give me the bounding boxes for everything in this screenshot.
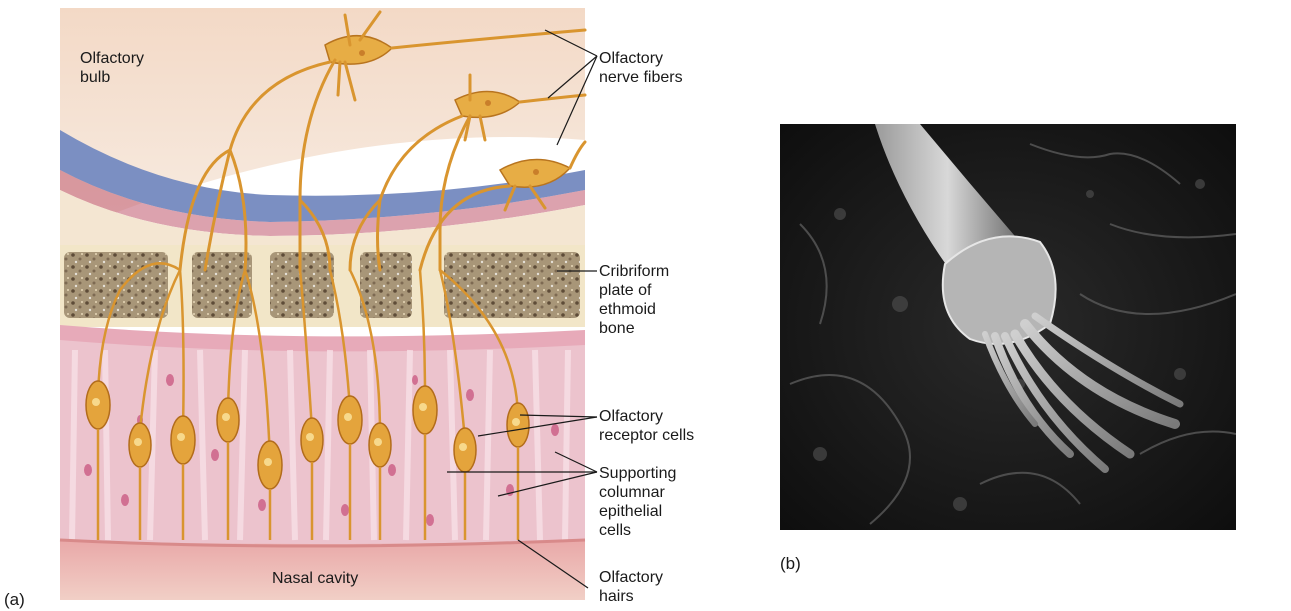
label-nasal-cavity: Nasal cavity xyxy=(272,569,358,588)
label-olfactory-nerve-fibers: Olfactory nerve fibers xyxy=(599,49,683,87)
cribriform-plate xyxy=(60,245,585,327)
label-olfactory-receptor-cells: Olfactory receptor cells xyxy=(599,407,694,445)
label-supporting-columnar-cells: Supporting columnar epithelial cells xyxy=(599,464,676,540)
panel-a-letter: (a) xyxy=(4,590,25,610)
label-olfactory-hairs: Olfactory hairs xyxy=(599,568,663,606)
dendritic-knob xyxy=(943,236,1056,344)
label-cribriform-plate: Cribriform plate of ethmoid bone xyxy=(599,262,669,338)
panel-b-letter: (b) xyxy=(780,554,801,574)
sem-micrograph xyxy=(780,124,1236,530)
panel-a: Olfactory bulb Nasal cavity Olfactory ne… xyxy=(0,0,700,611)
label-olfactory-bulb: Olfactory bulb xyxy=(80,49,144,87)
panel-b xyxy=(780,124,1236,530)
olfactory-illustration xyxy=(0,0,700,611)
